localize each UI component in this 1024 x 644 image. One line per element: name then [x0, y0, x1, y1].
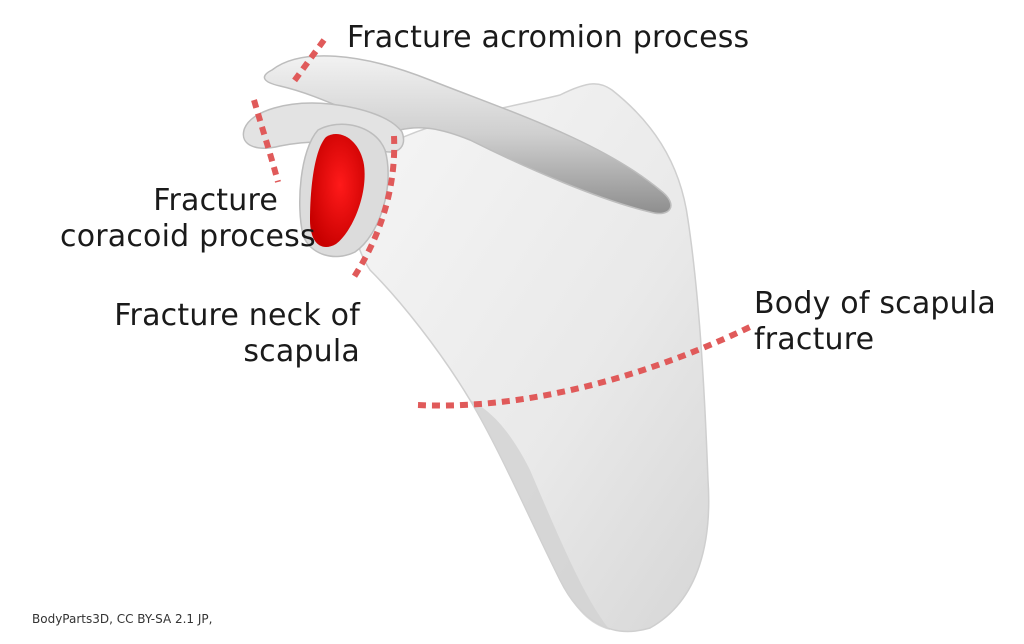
label-line: Fracture	[153, 183, 278, 218]
label-line: Fracture acromion process	[347, 20, 750, 55]
fracture-line-coracoid	[251, 99, 281, 183]
glenoid-cavity	[310, 134, 365, 247]
fracture-lines	[251, 38, 754, 409]
label-neck-fracture: Fracture neck of scapula	[60, 298, 360, 370]
label-coracoid-fracture: Fracture coracoid process	[60, 183, 316, 255]
scapula-shadow	[470, 400, 610, 630]
label-line: Fracture neck of	[114, 298, 360, 333]
fracture-line-acromion	[289, 38, 327, 86]
image-credit: BodyParts3D, CC BY-SA 2.1 JP,	[32, 612, 213, 626]
fracture-line-body	[417, 323, 754, 409]
acromion	[263, 55, 672, 215]
label-line: fracture	[754, 322, 875, 357]
label-line: Body of scapula	[754, 286, 997, 321]
fracture-line-neck	[349, 135, 398, 282]
label-line: scapula	[243, 334, 360, 369]
label-body-fracture: Body of scapula fracture	[754, 286, 996, 358]
label-acromion-fracture: Fracture acromion process	[347, 20, 749, 56]
scapula-body	[350, 83, 710, 633]
label-line: coracoid process	[60, 219, 316, 254]
